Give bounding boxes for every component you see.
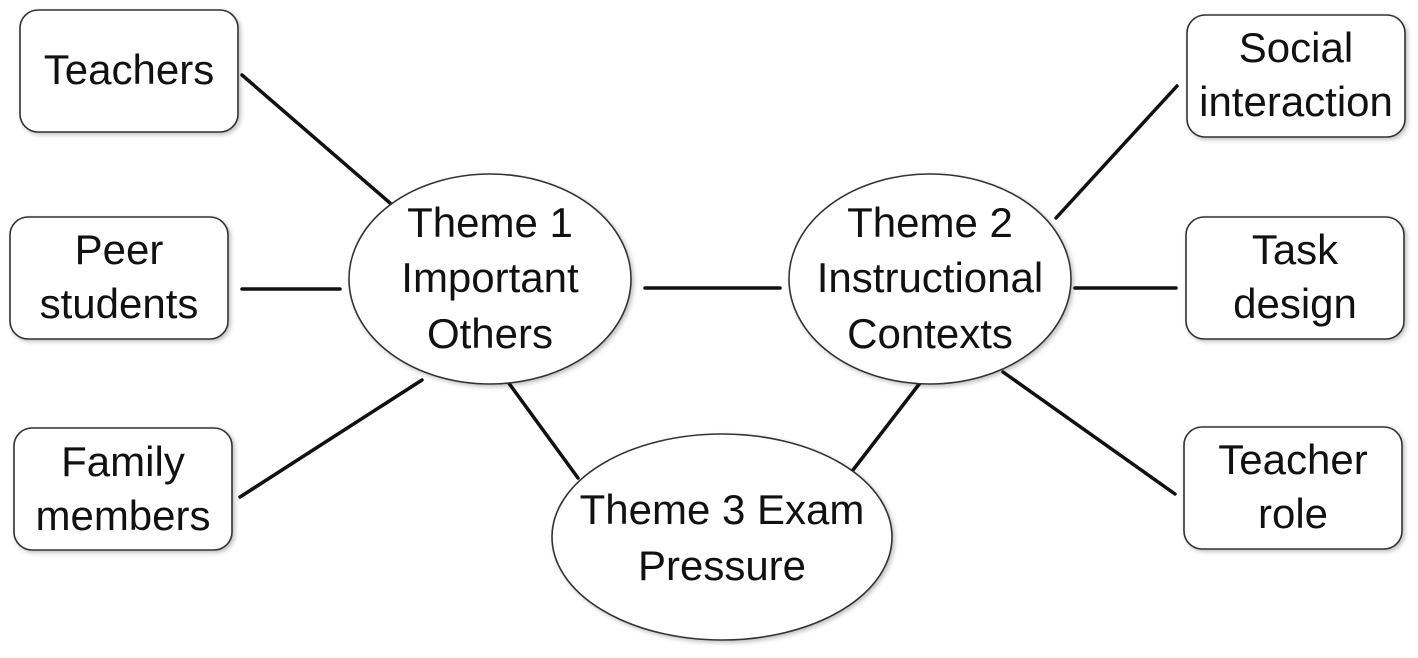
node-social-interaction: Social interaction xyxy=(1186,14,1406,138)
node-social-line-2: interaction xyxy=(1199,78,1393,125)
node-theme1-line-2: Important xyxy=(401,254,579,301)
edge-theme1-theme3 xyxy=(506,380,580,480)
node-task-design: Task design xyxy=(1185,216,1405,340)
node-theme-1: Theme 1 Important Others xyxy=(348,173,632,385)
node-peer-line-1: Peer xyxy=(75,226,164,273)
node-theme2-line-2: Instructional xyxy=(817,254,1043,301)
node-theme3-line-2: Pressure xyxy=(638,542,806,589)
node-theme1-line-3: Others xyxy=(427,310,553,357)
node-teacher-role: Teacher role xyxy=(1183,426,1403,550)
node-teacherrole-line-2: role xyxy=(1258,490,1328,537)
node-family-members: Family members xyxy=(13,427,233,551)
node-theme-2: Theme 2 Instructional Contexts xyxy=(788,173,1072,385)
node-social-line-1: Social xyxy=(1239,24,1353,71)
node-teacherrole-line-1: Teacher xyxy=(1218,436,1367,483)
node-theme2-line-3: Contexts xyxy=(847,310,1013,357)
node-teachers-line-1: Teachers xyxy=(44,46,214,93)
edge-theme2-theme3 xyxy=(851,381,922,472)
edge-teacherrole-theme2 xyxy=(1001,370,1177,496)
node-teachers: Teachers xyxy=(19,9,239,133)
node-task-line-2: design xyxy=(1233,280,1357,327)
node-theme2-line-1: Theme 2 xyxy=(847,199,1013,246)
edge-teachers-theme1 xyxy=(240,73,392,205)
node-task-line-1: Task xyxy=(1252,226,1339,273)
node-peer-students: Peer students xyxy=(9,216,229,340)
node-theme3-line-1: Theme 3 Exam xyxy=(580,486,865,533)
edge-social-theme2 xyxy=(1054,84,1179,220)
node-peer-line-2: students xyxy=(40,280,199,327)
node-family-line-2: members xyxy=(35,492,210,539)
edge-family-theme1 xyxy=(238,378,424,499)
node-family-line-1: Family xyxy=(61,438,185,485)
node-theme-3: Theme 3 Exam Pressure xyxy=(551,433,893,641)
node-theme1-line-1: Theme 1 xyxy=(407,199,573,246)
